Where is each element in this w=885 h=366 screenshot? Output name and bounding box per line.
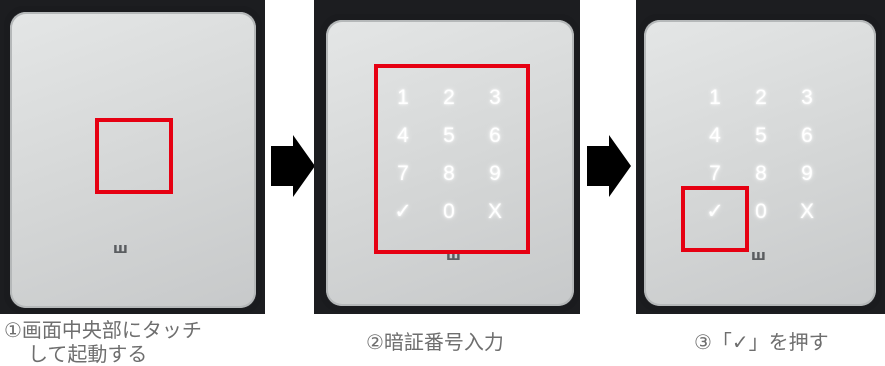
- key-3[interactable]: 3: [489, 86, 501, 109]
- key-check[interactable]: ✓: [394, 200, 412, 223]
- keypad: 1 2 3 4 5 6 7 8 9 ✓ 0 X: [700, 83, 824, 247]
- key-x[interactable]: X: [799, 200, 814, 223]
- key-9[interactable]: 9: [489, 162, 501, 185]
- key-3[interactable]: 3: [801, 86, 813, 109]
- step1-panel: ш: [0, 0, 265, 314]
- step2-panel: ш 1 2 3 4 5 6 7 8 9 ✓ 0 X: [314, 0, 580, 314]
- step1-caption-line1: ①画面中央部にタッチ: [4, 318, 202, 342]
- key-8[interactable]: 8: [755, 162, 767, 185]
- key-2[interactable]: 2: [755, 86, 767, 109]
- touch-area-highlight: [95, 118, 173, 194]
- key-1[interactable]: 1: [709, 86, 721, 109]
- step2-caption: ②暗証番号入力: [366, 330, 504, 354]
- brand-logo-icon: ш: [113, 241, 128, 257]
- key-2[interactable]: 2: [443, 86, 455, 109]
- step3-caption: ③「✓」を押す: [694, 330, 829, 354]
- key-6[interactable]: 6: [489, 124, 501, 147]
- keypad-highlight: [374, 64, 530, 254]
- key-4[interactable]: 4: [397, 124, 409, 147]
- step1-caption-line2: して起動する: [28, 342, 148, 366]
- key-5[interactable]: 5: [755, 124, 767, 147]
- key-4[interactable]: 4: [709, 124, 721, 147]
- key-5[interactable]: 5: [443, 124, 455, 147]
- key-x[interactable]: X: [487, 200, 502, 223]
- key-9[interactable]: 9: [801, 162, 813, 185]
- lock-touch-panel: ш 1 2 3 4 5 6 7 8 9 ✓ 0 X: [638, 14, 882, 312]
- key-7[interactable]: 7: [709, 162, 721, 185]
- key-8[interactable]: 8: [443, 162, 455, 185]
- keypad: 1 2 3 4 5 6 7 8 9 ✓ 0 X: [388, 83, 512, 247]
- brand-logo-icon: ш: [751, 248, 766, 264]
- key-check[interactable]: ✓: [706, 200, 724, 223]
- key-7[interactable]: 7: [397, 162, 409, 185]
- key-0[interactable]: 0: [755, 200, 767, 223]
- key-6[interactable]: 6: [801, 124, 813, 147]
- key-0[interactable]: 0: [443, 200, 455, 223]
- check-key-highlight: [681, 186, 749, 252]
- key-1[interactable]: 1: [397, 86, 409, 109]
- step3-panel: ш 1 2 3 4 5 6 7 8 9 ✓ 0 X: [636, 0, 885, 314]
